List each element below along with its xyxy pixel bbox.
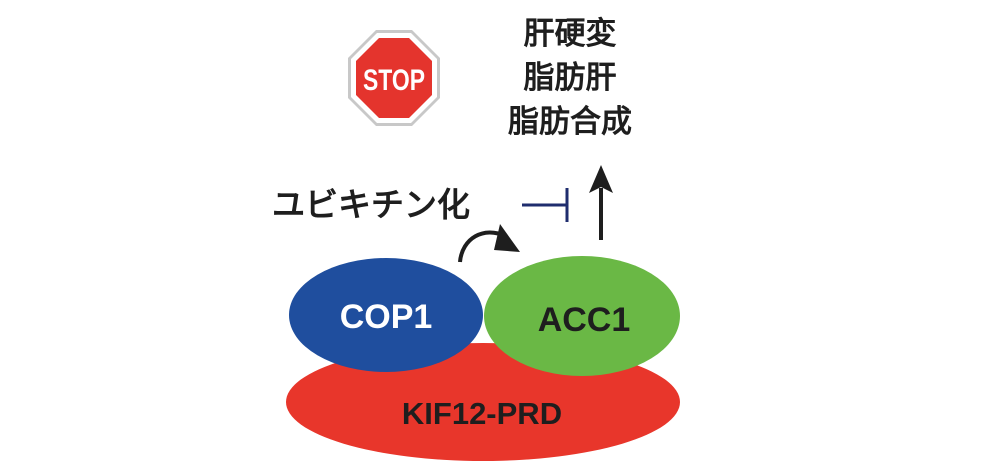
- stop-sign: STOP: [348, 30, 440, 126]
- outcome-list: 肝硬変 脂肪肝 脂肪合成: [490, 12, 650, 144]
- cop1-ellipse: [289, 258, 483, 372]
- ubiquitination-label: ユビキチン化: [272, 185, 470, 224]
- acc1-label: ACC1: [538, 301, 631, 339]
- outcome-cirrhosis: 肝硬変: [523, 16, 617, 52]
- acc1-ellipse: [484, 256, 680, 376]
- kif12-prd-label: KIF12-PRD: [402, 396, 562, 431]
- stop-octagon-face: [356, 38, 432, 118]
- up-arrow-head-icon: [589, 165, 613, 193]
- curved-arrow-head-icon: [494, 224, 520, 252]
- outcome-fatty-liver: 脂肪肝: [523, 60, 617, 96]
- cop1-label: COP1: [340, 298, 433, 336]
- stop-text: STOP: [363, 64, 425, 97]
- outcome-lipogenesis: 脂肪合成: [508, 104, 632, 140]
